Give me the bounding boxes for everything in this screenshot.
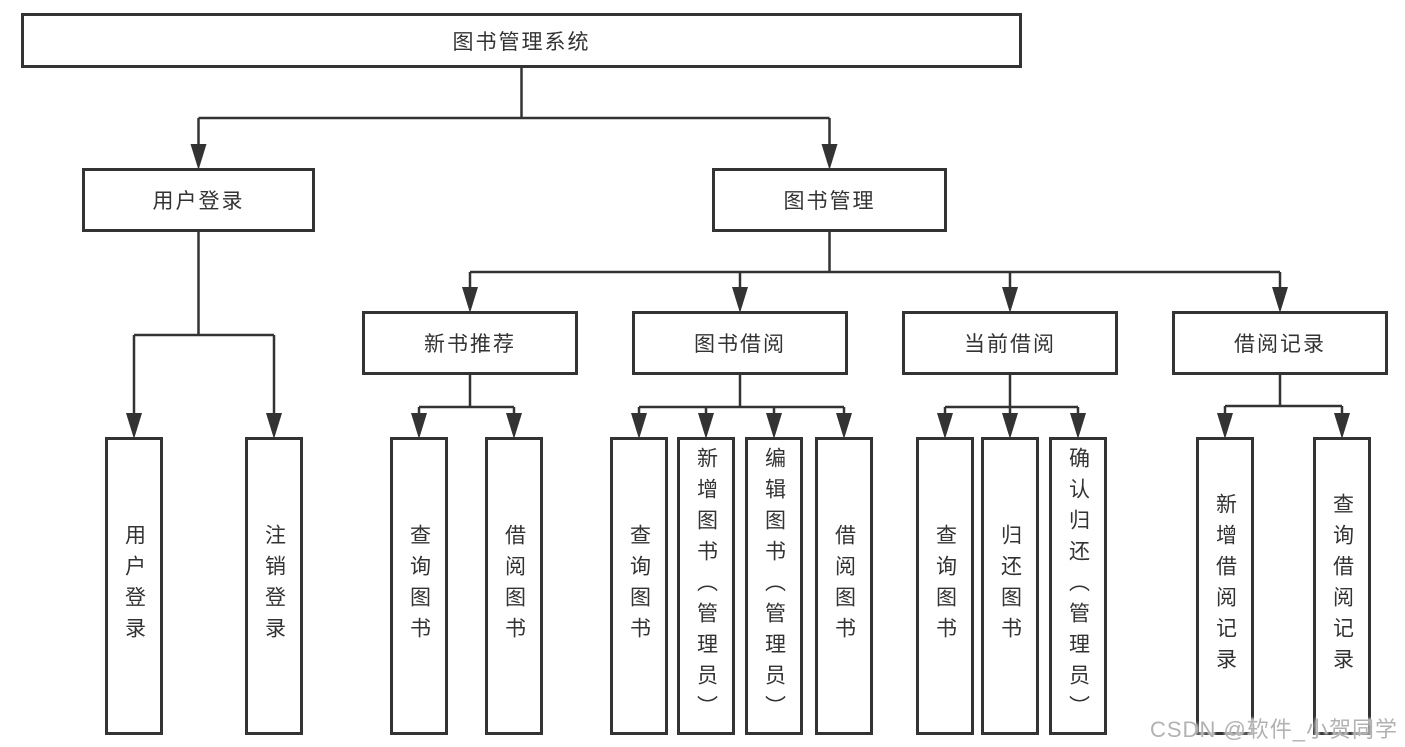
node-book-management: 图书管理 bbox=[712, 168, 947, 232]
node-new-book-recommend: 新书推荐 bbox=[362, 311, 578, 375]
leaf-query-borrow-record: 查询借阅记录 bbox=[1313, 437, 1371, 735]
leaf-query-book-3: 查询图书 bbox=[916, 437, 974, 735]
leaf-edit-book-admin: 编辑图书（管理员） bbox=[745, 437, 803, 735]
leaf-add-book-admin: 新增图书（管理员） bbox=[677, 437, 735, 735]
arrowheads bbox=[126, 144, 1350, 439]
leaf-query-book-1: 查询图书 bbox=[390, 437, 448, 735]
leaf-confirm-return-admin: 确认归还（管理员） bbox=[1049, 437, 1107, 735]
node-borrow-record: 借阅记录 bbox=[1172, 311, 1388, 375]
node-book-borrow: 图书借阅 bbox=[632, 311, 848, 375]
leaf-user-login: 用户登录 bbox=[105, 437, 163, 735]
leaf-logout: 注销登录 bbox=[245, 437, 303, 735]
leaf-borrow-book-1: 借阅图书 bbox=[485, 437, 543, 735]
leaf-add-borrow-record: 新增借阅记录 bbox=[1196, 437, 1254, 735]
node-library-system: 图书管理系统 bbox=[21, 13, 1022, 68]
leaf-borrow-book-2: 借阅图书 bbox=[815, 437, 873, 735]
node-user-login: 用户登录 bbox=[82, 168, 315, 232]
node-current-borrow: 当前借阅 bbox=[902, 311, 1118, 375]
csdn-watermark: CSDN @软件_小贺同学 bbox=[1150, 717, 1399, 742]
leaf-query-book-2: 查询图书 bbox=[610, 437, 668, 735]
leaf-return-book: 归还图书 bbox=[981, 437, 1039, 735]
